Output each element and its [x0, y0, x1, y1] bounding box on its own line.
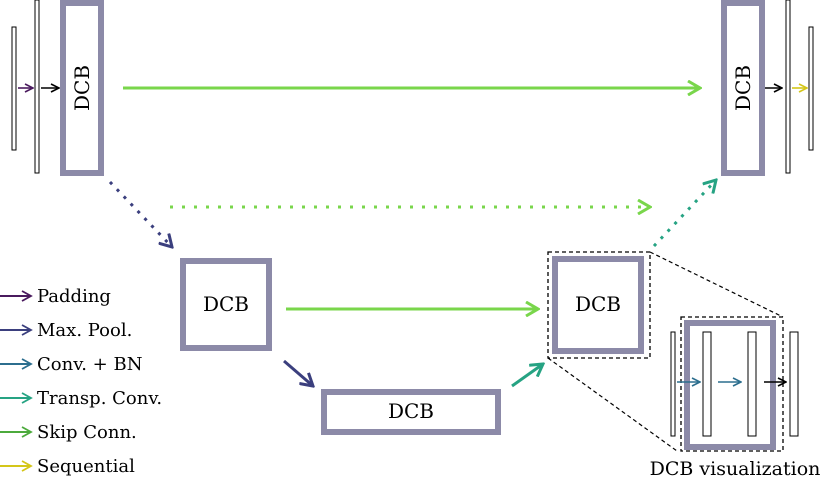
- dcb-block-mid-left: DCB: [180, 258, 272, 351]
- viz-feature-bar-1: [702, 331, 712, 437]
- legend-label: Max. Pool.: [37, 320, 132, 341]
- dcb-block-mid-right: DCB: [552, 256, 644, 354]
- dcb-visualization-caption: DCB visualization: [650, 458, 821, 480]
- zoom-line-top: [649, 251, 784, 318]
- dcb-label: DCB: [70, 65, 94, 111]
- legend-label: Transp. Conv.: [37, 388, 162, 409]
- input-bar: [34, 0, 40, 174]
- dcb-label: DCB: [203, 292, 249, 316]
- transp-conv-arrow-dotted: [652, 180, 716, 248]
- transp-conv-arrow: [511, 364, 543, 388]
- dcb-label: DCB: [388, 399, 434, 423]
- dcb-block-bottom: DCB: [321, 389, 501, 435]
- viz-dashed-box: [680, 316, 784, 452]
- viz-feature-bar-2: [747, 331, 757, 437]
- dcb-visualization: [670, 316, 799, 452]
- dcb-label: DCB: [575, 292, 621, 316]
- dcb-block-top-left: DCB: [60, 0, 104, 176]
- legend-label: Conv. + BN: [37, 354, 142, 375]
- output-bar: [785, 0, 791, 174]
- viz-input-bar: [670, 331, 676, 437]
- input-padding-bar: [11, 26, 17, 151]
- legend-label: Padding: [37, 286, 111, 307]
- zoom-line-bottom: [547, 357, 678, 452]
- maxpool-arrow: [283, 359, 313, 386]
- viz-output-bar: [789, 331, 799, 437]
- output-padding-bar: [808, 26, 814, 151]
- dcb-label: DCB: [731, 65, 755, 111]
- dcb-block-top-right: DCB: [721, 0, 765, 176]
- legend-label: Sequential: [37, 456, 135, 477]
- legend-label: Skip Conn.: [37, 422, 137, 443]
- maxpool-arrow-dotted: [108, 180, 172, 247]
- viz-dcb-border: [684, 320, 776, 450]
- dcb-highlight-box: [547, 251, 651, 359]
